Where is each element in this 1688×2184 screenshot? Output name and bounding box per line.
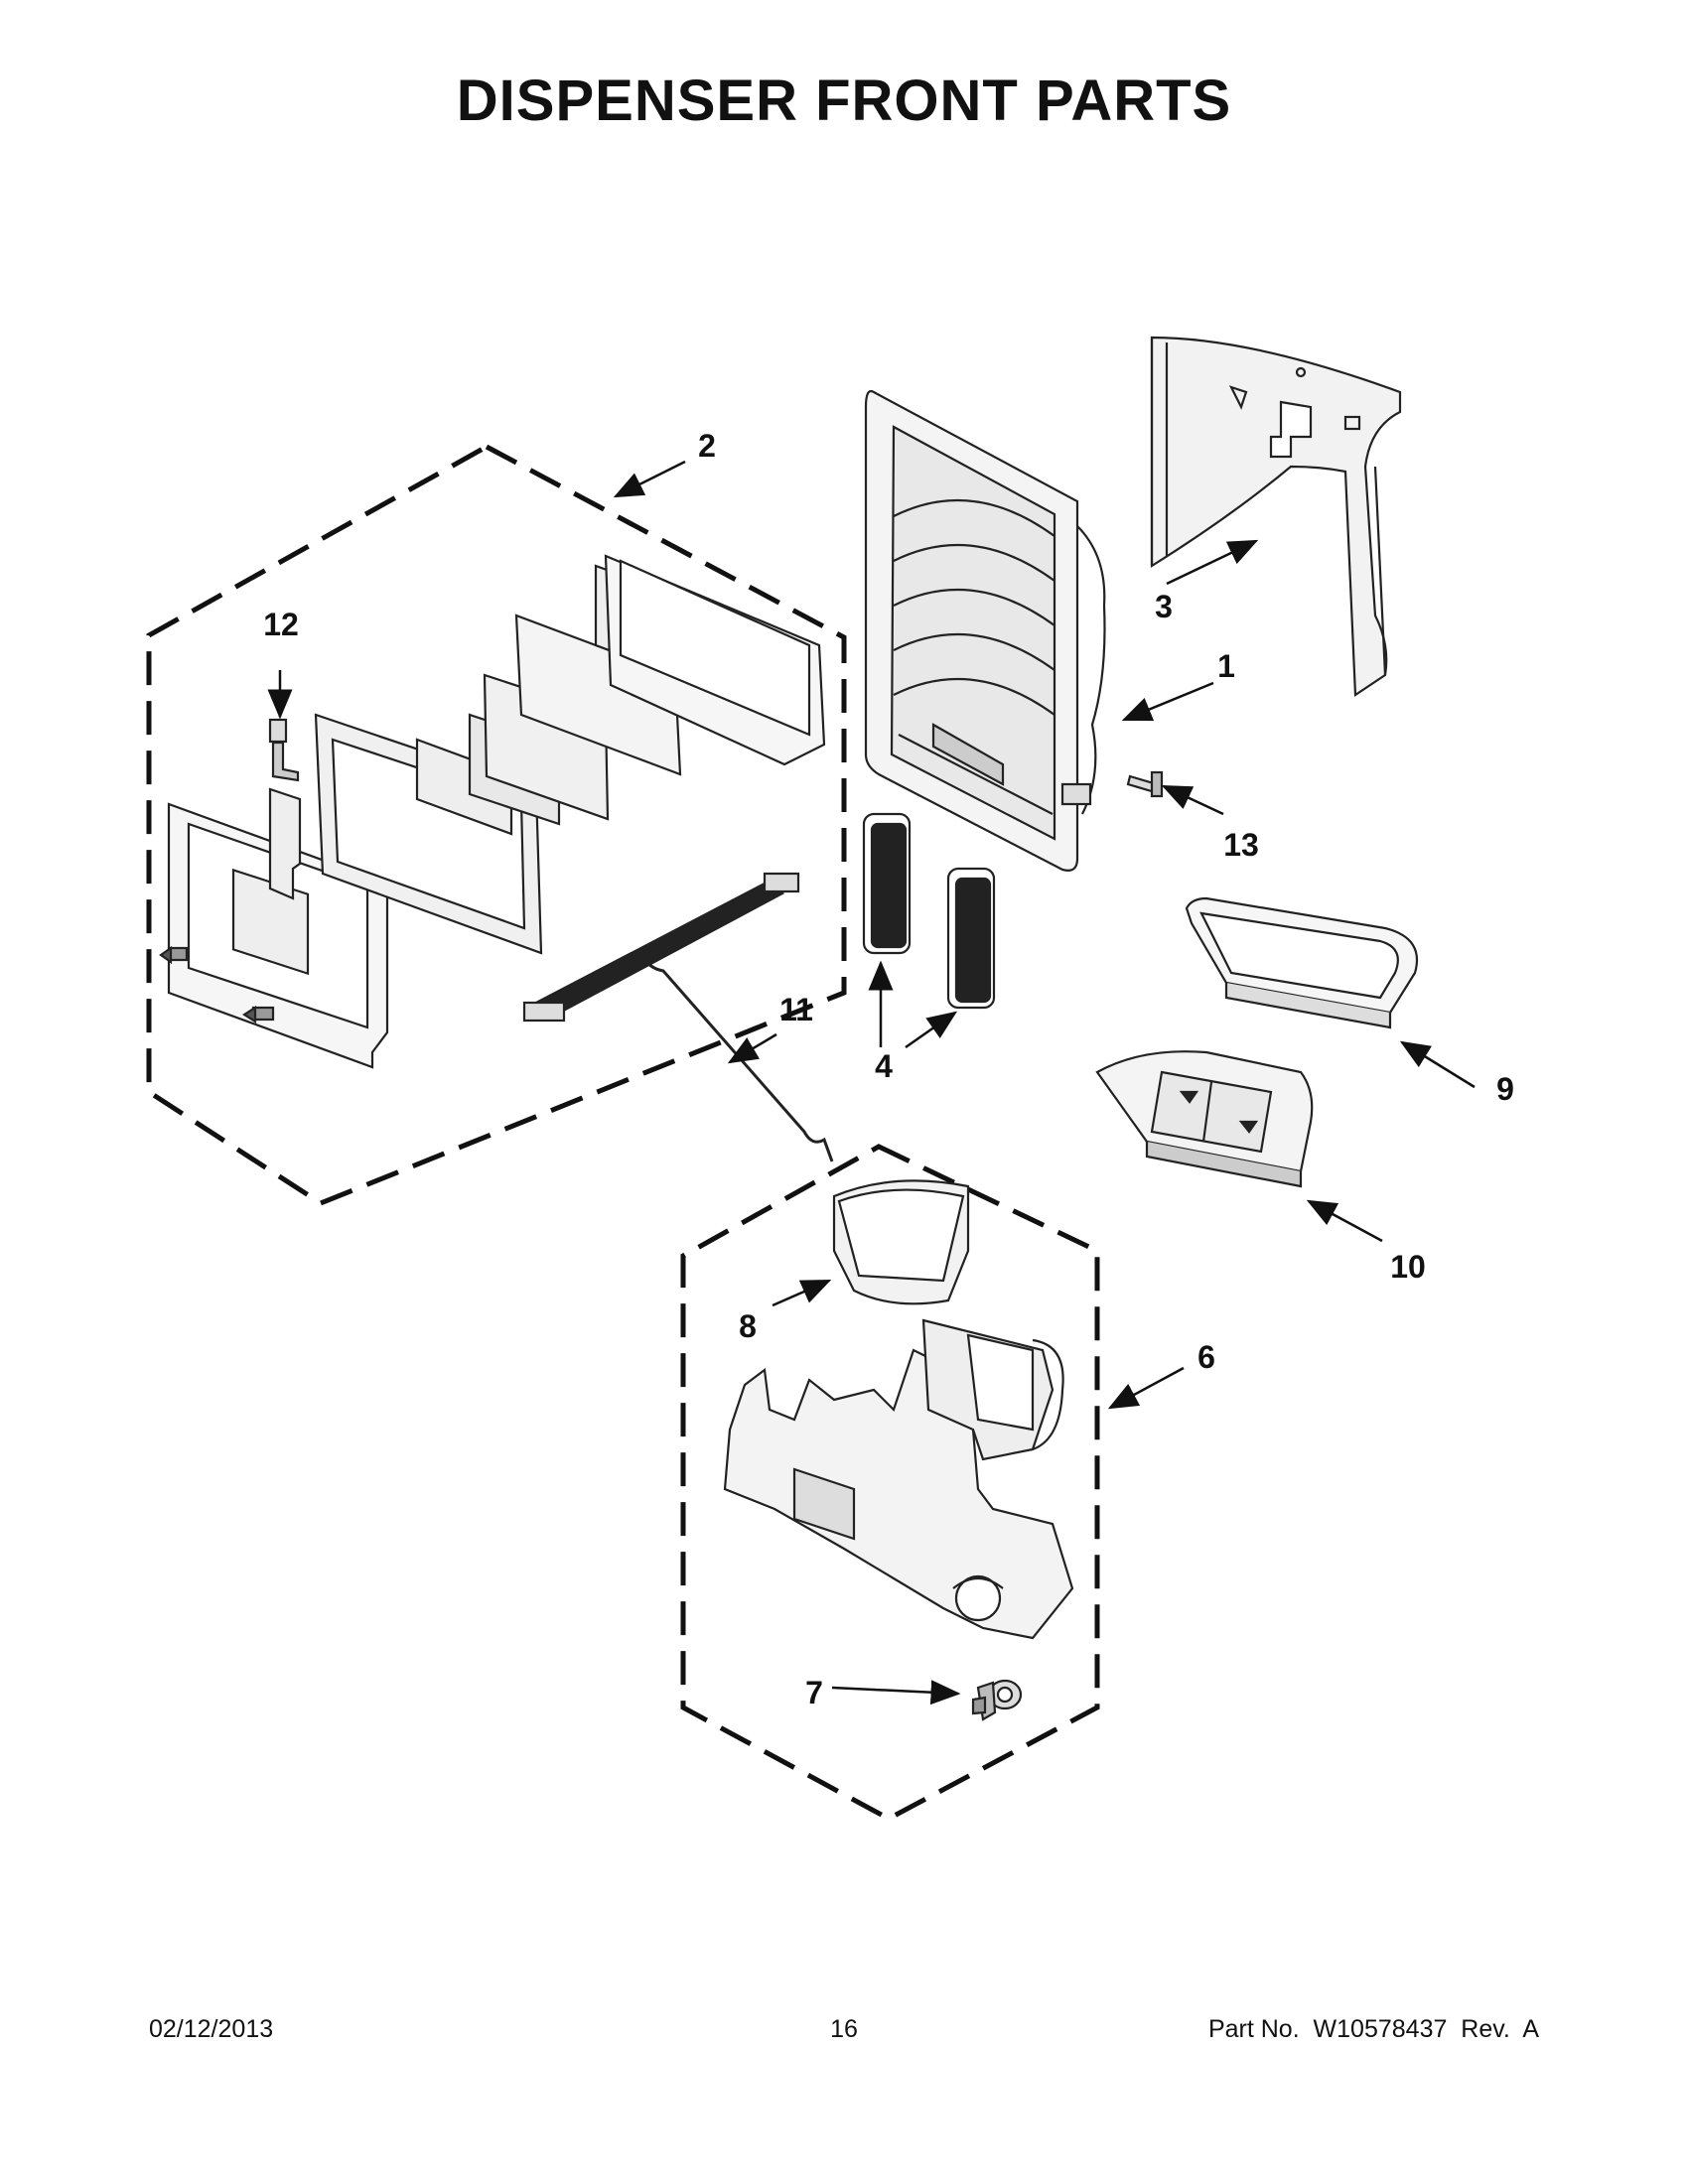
leader-2 — [613, 460, 686, 498]
leader-9 — [1399, 1040, 1476, 1089]
part-10-grille — [1095, 1050, 1314, 1188]
callout-3: 3 — [1155, 589, 1173, 624]
callout-13: 13 — [1223, 827, 1259, 863]
part-2-control-panel-assembly — [159, 554, 826, 1069]
page-title: DISPENSER FRONT PARTS — [456, 68, 1232, 133]
leader-3 — [1166, 539, 1259, 586]
callout-6: 6 — [1197, 1339, 1215, 1375]
leader-11 — [727, 1032, 777, 1064]
callout-leaders — [267, 460, 1476, 1706]
part-9-drip-tray — [1185, 896, 1419, 1029]
part-11-wire — [641, 954, 834, 1162]
leader-1 — [1121, 681, 1214, 722]
part-7-valve — [971, 1679, 1023, 1721]
group-6-boundary — [680, 1144, 1100, 1822]
callout-12: 12 — [263, 607, 299, 642]
callout-9: 9 — [1496, 1071, 1514, 1107]
part-6-dispenser-housing-assembly — [723, 1318, 1074, 1640]
group-2-boundary — [146, 444, 847, 1206]
part-1-dispenser-housing — [864, 389, 1106, 872]
leader-10 — [1306, 1199, 1383, 1243]
callout-8: 8 — [739, 1308, 757, 1344]
leader-4b — [905, 1011, 958, 1049]
footer-part-number: Part No. W10578437 Rev. A — [1207, 2015, 1539, 2043]
callout-4: 4 — [875, 1048, 893, 1084]
callout-10: 10 — [1390, 1249, 1426, 1285]
leader-8 — [772, 1279, 832, 1307]
leader-13 — [1161, 784, 1224, 816]
footer-date: 02/12/2013 — [149, 2015, 274, 2043]
callout-11: 11 — [779, 992, 813, 1027]
part-3-rear-cover — [1150, 336, 1402, 697]
leader-7 — [831, 1680, 961, 1706]
part-4-covers — [862, 812, 996, 1010]
callout-2: 2 — [698, 428, 716, 464]
footer-page-number: 16 — [830, 2015, 858, 2043]
part-8-ice-chute — [832, 1179, 970, 1305]
callout-1: 1 — [1217, 648, 1235, 684]
leader-6 — [1107, 1366, 1185, 1410]
callout-7: 7 — [805, 1675, 823, 1710]
part-13-screw — [1126, 770, 1164, 798]
